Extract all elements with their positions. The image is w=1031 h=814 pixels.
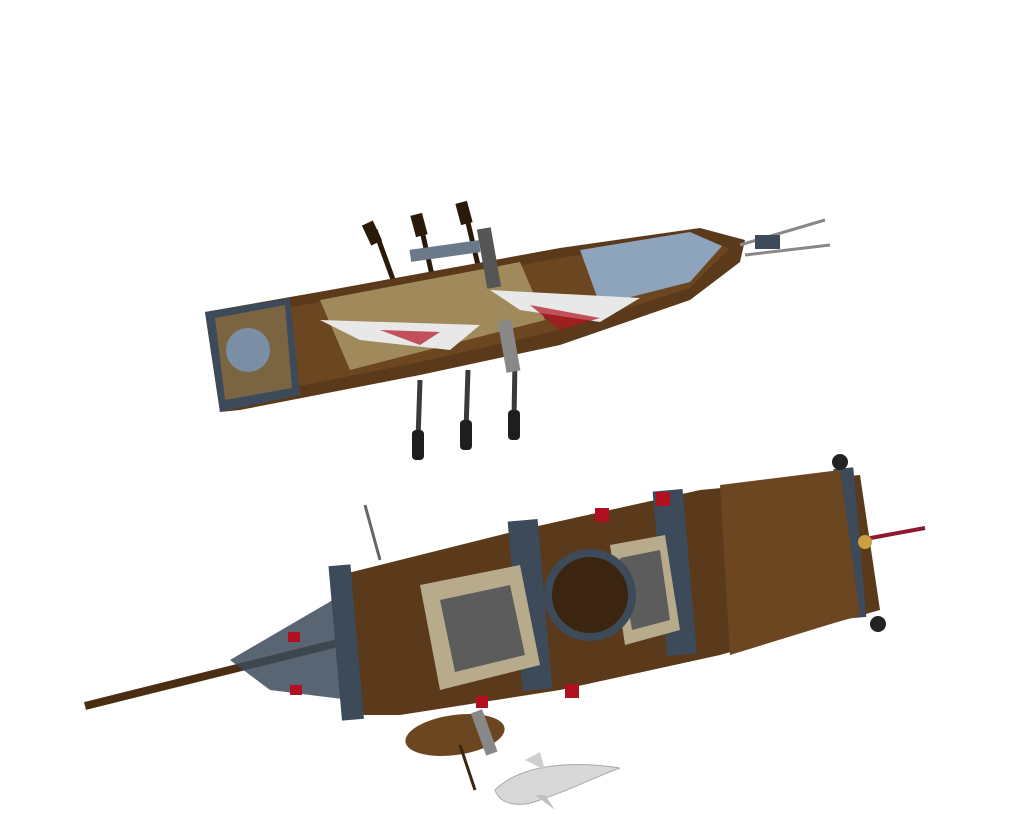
capstan-ring xyxy=(544,549,636,641)
galley-main-deck xyxy=(320,262,545,370)
rowboat xyxy=(405,709,505,791)
shark xyxy=(494,752,621,810)
bow-rigging xyxy=(230,590,350,700)
galleon-ship xyxy=(84,454,926,721)
galley-ram xyxy=(739,218,831,257)
stern-castle xyxy=(720,470,860,655)
galley-ship xyxy=(205,200,831,460)
stern-dome xyxy=(226,328,270,372)
galley-cannon xyxy=(476,227,502,289)
galley-bow-deck xyxy=(580,232,722,305)
sail-fore xyxy=(490,290,640,322)
gunports xyxy=(288,492,670,708)
stern-lantern xyxy=(832,454,848,470)
